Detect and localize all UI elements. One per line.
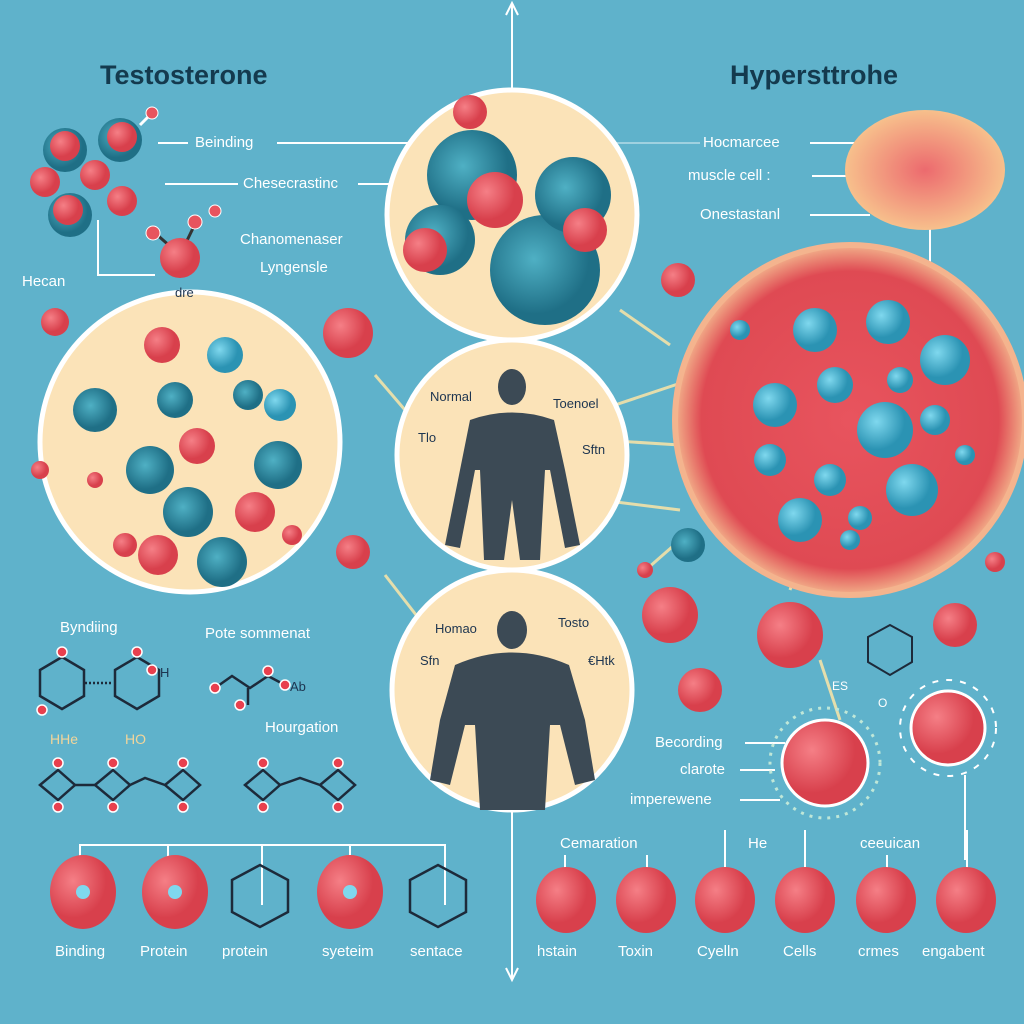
- bottom-label: engabent: [922, 943, 985, 960]
- muscular-body-circle: [389, 567, 635, 813]
- label-hhe: HHe: [50, 731, 79, 747]
- label-tlo: Tlo: [418, 430, 437, 445]
- bottom-label: Toxin: [618, 943, 654, 960]
- label-normal: Normal: [430, 389, 472, 404]
- bottom-right-cells: [536, 867, 996, 933]
- bottom-left-cells: [50, 855, 383, 929]
- label-toenoel: Toenoel: [553, 396, 599, 411]
- label-hourgation: Hourgation: [265, 719, 339, 736]
- label-tosto: Tosto: [558, 615, 590, 630]
- muscle-cell-oval: [845, 110, 1005, 230]
- label-h: H: [160, 665, 170, 680]
- hypertrophy-cell: [672, 242, 1024, 598]
- label-binding: Beinding: [195, 134, 254, 151]
- bottom-label: sentace: [410, 943, 463, 960]
- label-becording: Becording: [655, 734, 723, 751]
- bottom-label: Binding: [55, 943, 106, 960]
- label-dre: dre: [175, 285, 194, 300]
- label-ho: HO: [125, 731, 146, 747]
- bottom-label: Protein: [140, 943, 188, 960]
- molecule-cluster: [30, 106, 222, 278]
- target-cell: [780, 718, 870, 808]
- label-byndiing: Byndiing: [60, 619, 118, 636]
- bottom-label: hstain: [537, 943, 578, 960]
- label-chesecrastinc: Chesecrastinc: [243, 175, 339, 192]
- label-muscle-cell: muscle cell :: [688, 167, 771, 184]
- label-hocmarcee: Hocmarcee: [703, 134, 780, 151]
- cell-diagram-left: [37, 289, 343, 595]
- label-homao: Homao: [435, 621, 477, 636]
- bottom-label: Cyelln: [697, 943, 739, 960]
- label-hecan: Hecan: [22, 273, 66, 290]
- label-es: ES: [832, 679, 849, 693]
- bottom-label: syeteim: [322, 943, 374, 960]
- bottom-label: Cells: [783, 943, 817, 960]
- molecule-zoom-circle: [384, 87, 640, 343]
- label-ehtk: €Htk: [588, 653, 615, 668]
- label-ab: Ab: [290, 679, 306, 694]
- label-pote-sommenat: Pote sommenat: [205, 625, 311, 642]
- top-label: He: [748, 835, 768, 852]
- label-sfn: Sfn: [420, 653, 440, 668]
- bottom-label: crmes: [858, 943, 899, 960]
- label-lyngensle: Lyngensle: [260, 259, 328, 276]
- label-imperewene: imperewene: [630, 791, 712, 808]
- label-o: O: [878, 696, 888, 710]
- top-label: ceeuican: [860, 835, 921, 852]
- label-sftn: Sftn: [582, 442, 606, 457]
- label-clarote: clarote: [680, 761, 726, 778]
- bottom-label: protein: [222, 943, 268, 960]
- top-label: Cemaration: [560, 835, 638, 852]
- title-hypertrophy: Hypersttrohe: [730, 60, 899, 90]
- title-testosterone: Testosterone: [100, 60, 268, 90]
- normal-body-circle: [394, 337, 630, 573]
- label-chanomenaser: Chanomenaser: [240, 231, 343, 248]
- label-onestastanl: Onestastanl: [700, 206, 781, 223]
